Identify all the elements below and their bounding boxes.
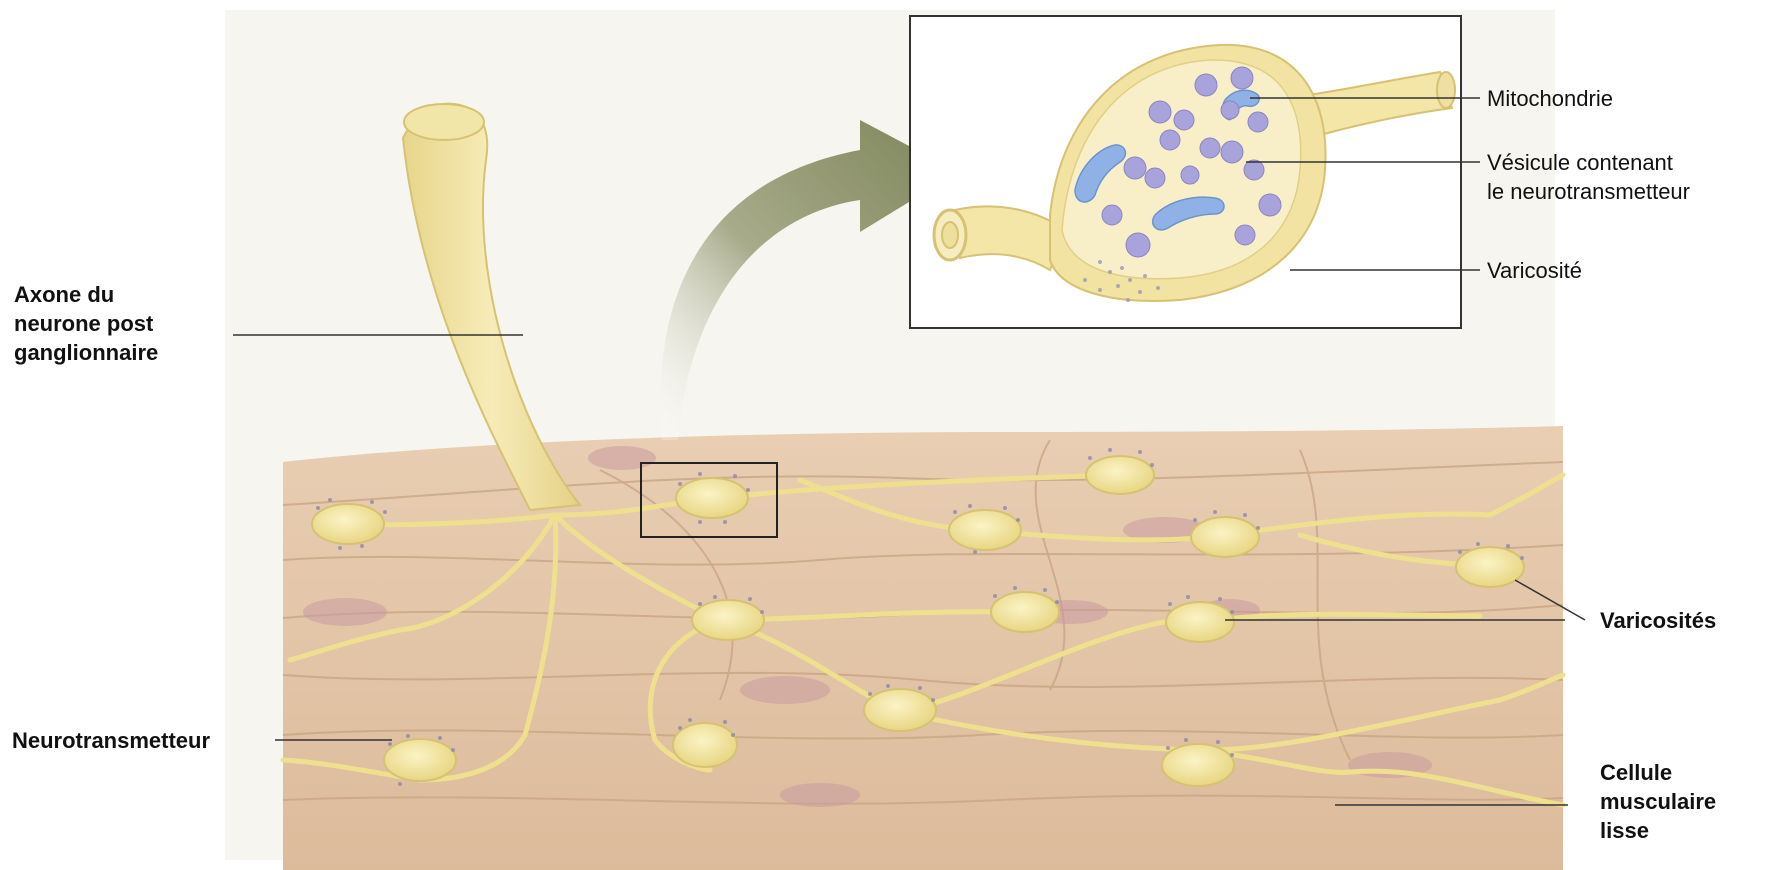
- label-cellule-line1: Cellule: [1600, 758, 1716, 787]
- label-cellule-musculaire-lisse: Cellule musculaire lisse: [1600, 758, 1716, 845]
- varicosity: [384, 739, 456, 781]
- varicosity: [1162, 744, 1234, 786]
- label-varicosite: Varicosité: [1487, 256, 1582, 285]
- label-vesicule: Vésicule contenant le neurotransmetteur: [1487, 148, 1690, 206]
- label-axone-line1: Axone du: [14, 280, 158, 309]
- varicosity: [676, 478, 748, 518]
- label-varicosites: Varicosités: [1600, 606, 1716, 635]
- varicosity: [692, 600, 764, 640]
- varicosity: [1086, 456, 1154, 494]
- varicosity: [949, 510, 1021, 550]
- varicosity: [312, 504, 384, 544]
- label-axone-line2: neurone post: [14, 309, 158, 338]
- varicosity: [864, 689, 936, 731]
- label-cellule-line3: lisse: [1600, 816, 1716, 845]
- label-cellule-line2: musculaire: [1600, 787, 1716, 816]
- varicosity: [1456, 547, 1524, 587]
- varicosity: [991, 592, 1059, 632]
- label-vesicule-line2: le neurotransmetteur: [1487, 177, 1690, 206]
- label-mitochondrie: Mitochondrie: [1487, 84, 1613, 113]
- label-axone-line3: ganglionnaire: [14, 338, 158, 367]
- smooth-muscle-tissue: [283, 426, 1563, 870]
- varicosity: [1191, 517, 1259, 557]
- label-neurotransmetteur: Neurotransmetteur: [12, 726, 210, 755]
- label-axone-postganglionnaire: Axone du neurone post ganglionnaire: [14, 280, 158, 367]
- label-vesicule-line1: Vésicule contenant: [1487, 148, 1690, 177]
- varicosity: [673, 723, 737, 767]
- inset-varicosity-detail: [910, 16, 1461, 328]
- varicosity: [1166, 602, 1234, 642]
